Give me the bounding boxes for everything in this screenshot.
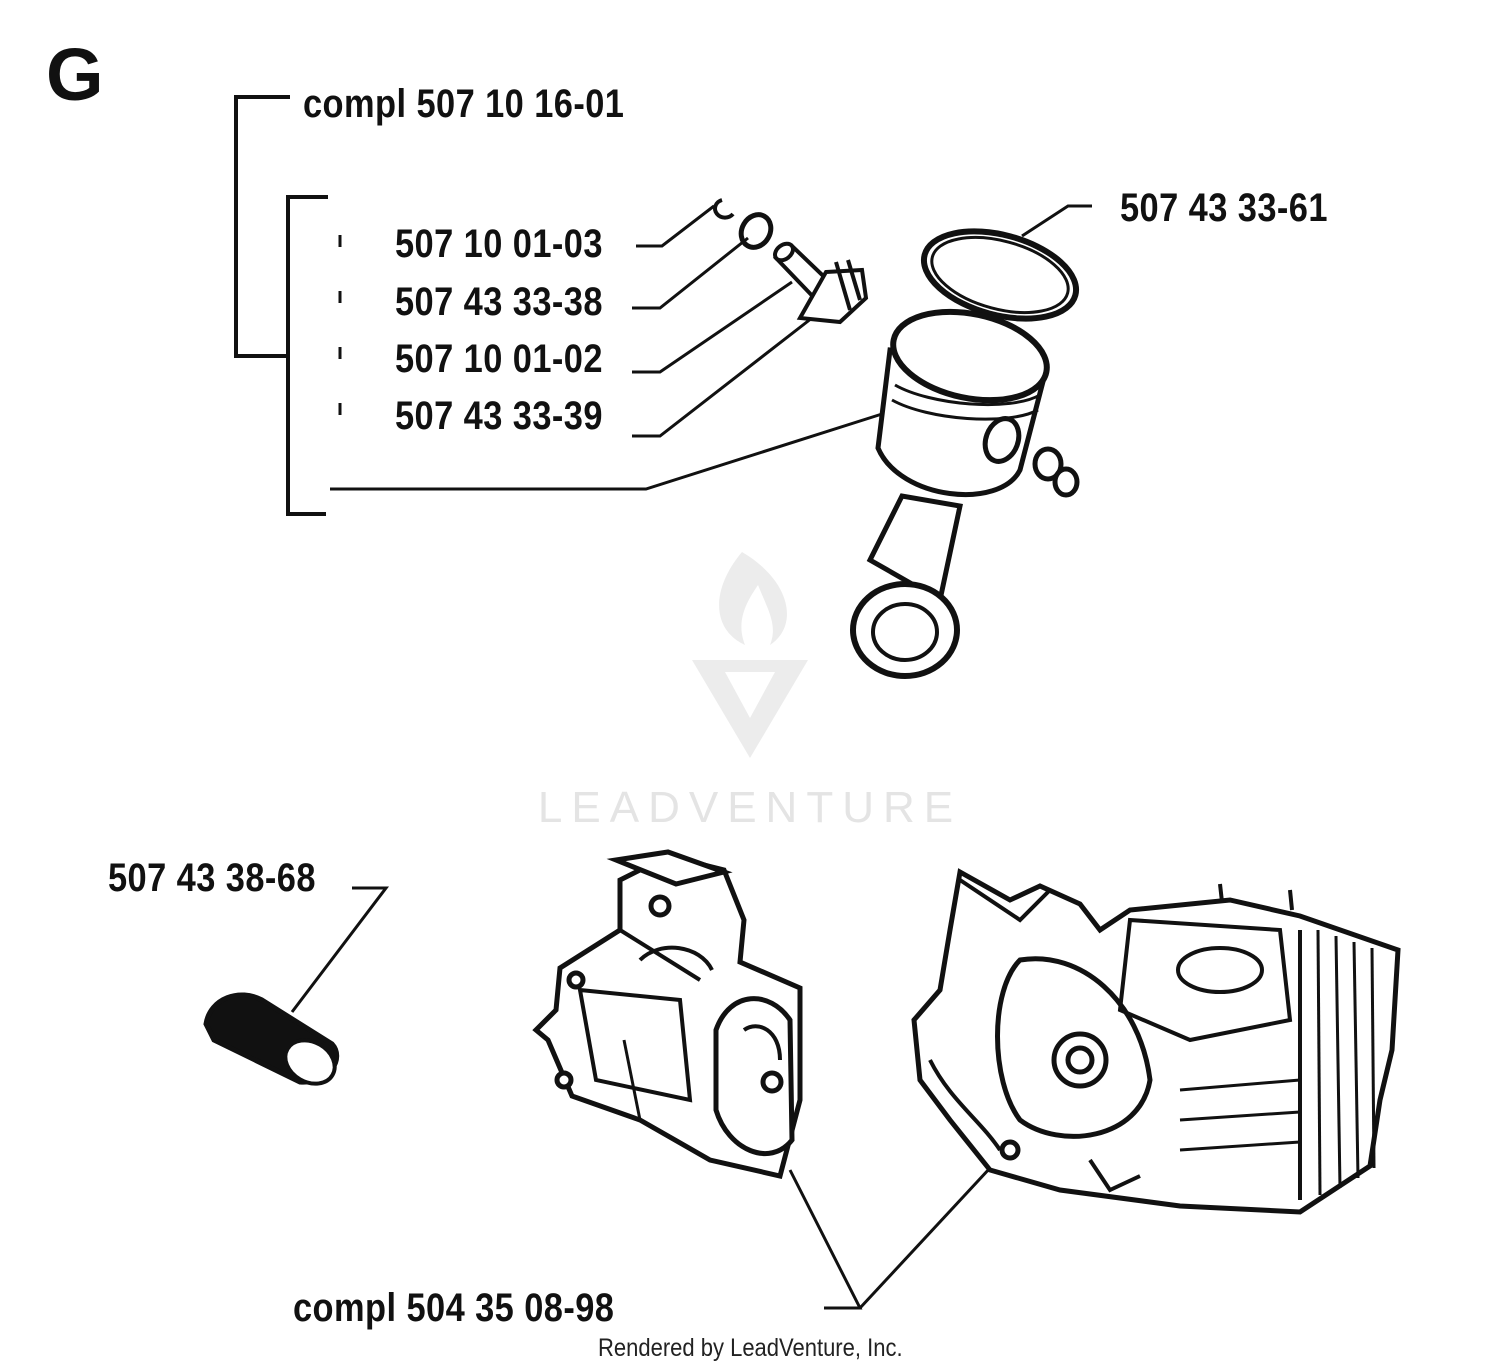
- label-piston-ring: 507 43 33-61: [1120, 186, 1328, 230]
- watermark-text: LEADVENTURE: [537, 783, 963, 832]
- washer-icon: [738, 212, 774, 250]
- label-retainer: 507 10 01-03: [395, 222, 603, 266]
- label-washer: 507 43 33-38: [395, 280, 603, 324]
- piston-ring-icon: [920, 228, 1080, 322]
- label-sleeve: 507 43 38-68: [108, 856, 316, 900]
- assembly-brackets: [234, 95, 342, 516]
- sleeve-icon: [203, 992, 340, 1086]
- leader-lines: [290, 204, 1092, 1310]
- crankcase-right-icon: [911, 868, 1401, 1215]
- label-needle-bearing: 507 43 33-39: [395, 394, 603, 438]
- section-letter: G: [46, 33, 104, 116]
- label-piston-kit: compl 507 10 16-01: [303, 82, 625, 126]
- label-piston-pin: 507 10 01-02: [395, 337, 603, 381]
- crankcase-left-icon: [532, 849, 803, 1179]
- retainer-clip-icon: [713, 198, 735, 220]
- footer-credit: Rendered by LeadVenture, Inc.: [598, 1334, 903, 1362]
- needle-bearing-icon: [796, 259, 869, 325]
- watermark-logo: [692, 552, 808, 758]
- label-crankcase-kit: compl 504 35 08-98: [293, 1286, 615, 1330]
- piston-rod-icon: [850, 308, 1080, 679]
